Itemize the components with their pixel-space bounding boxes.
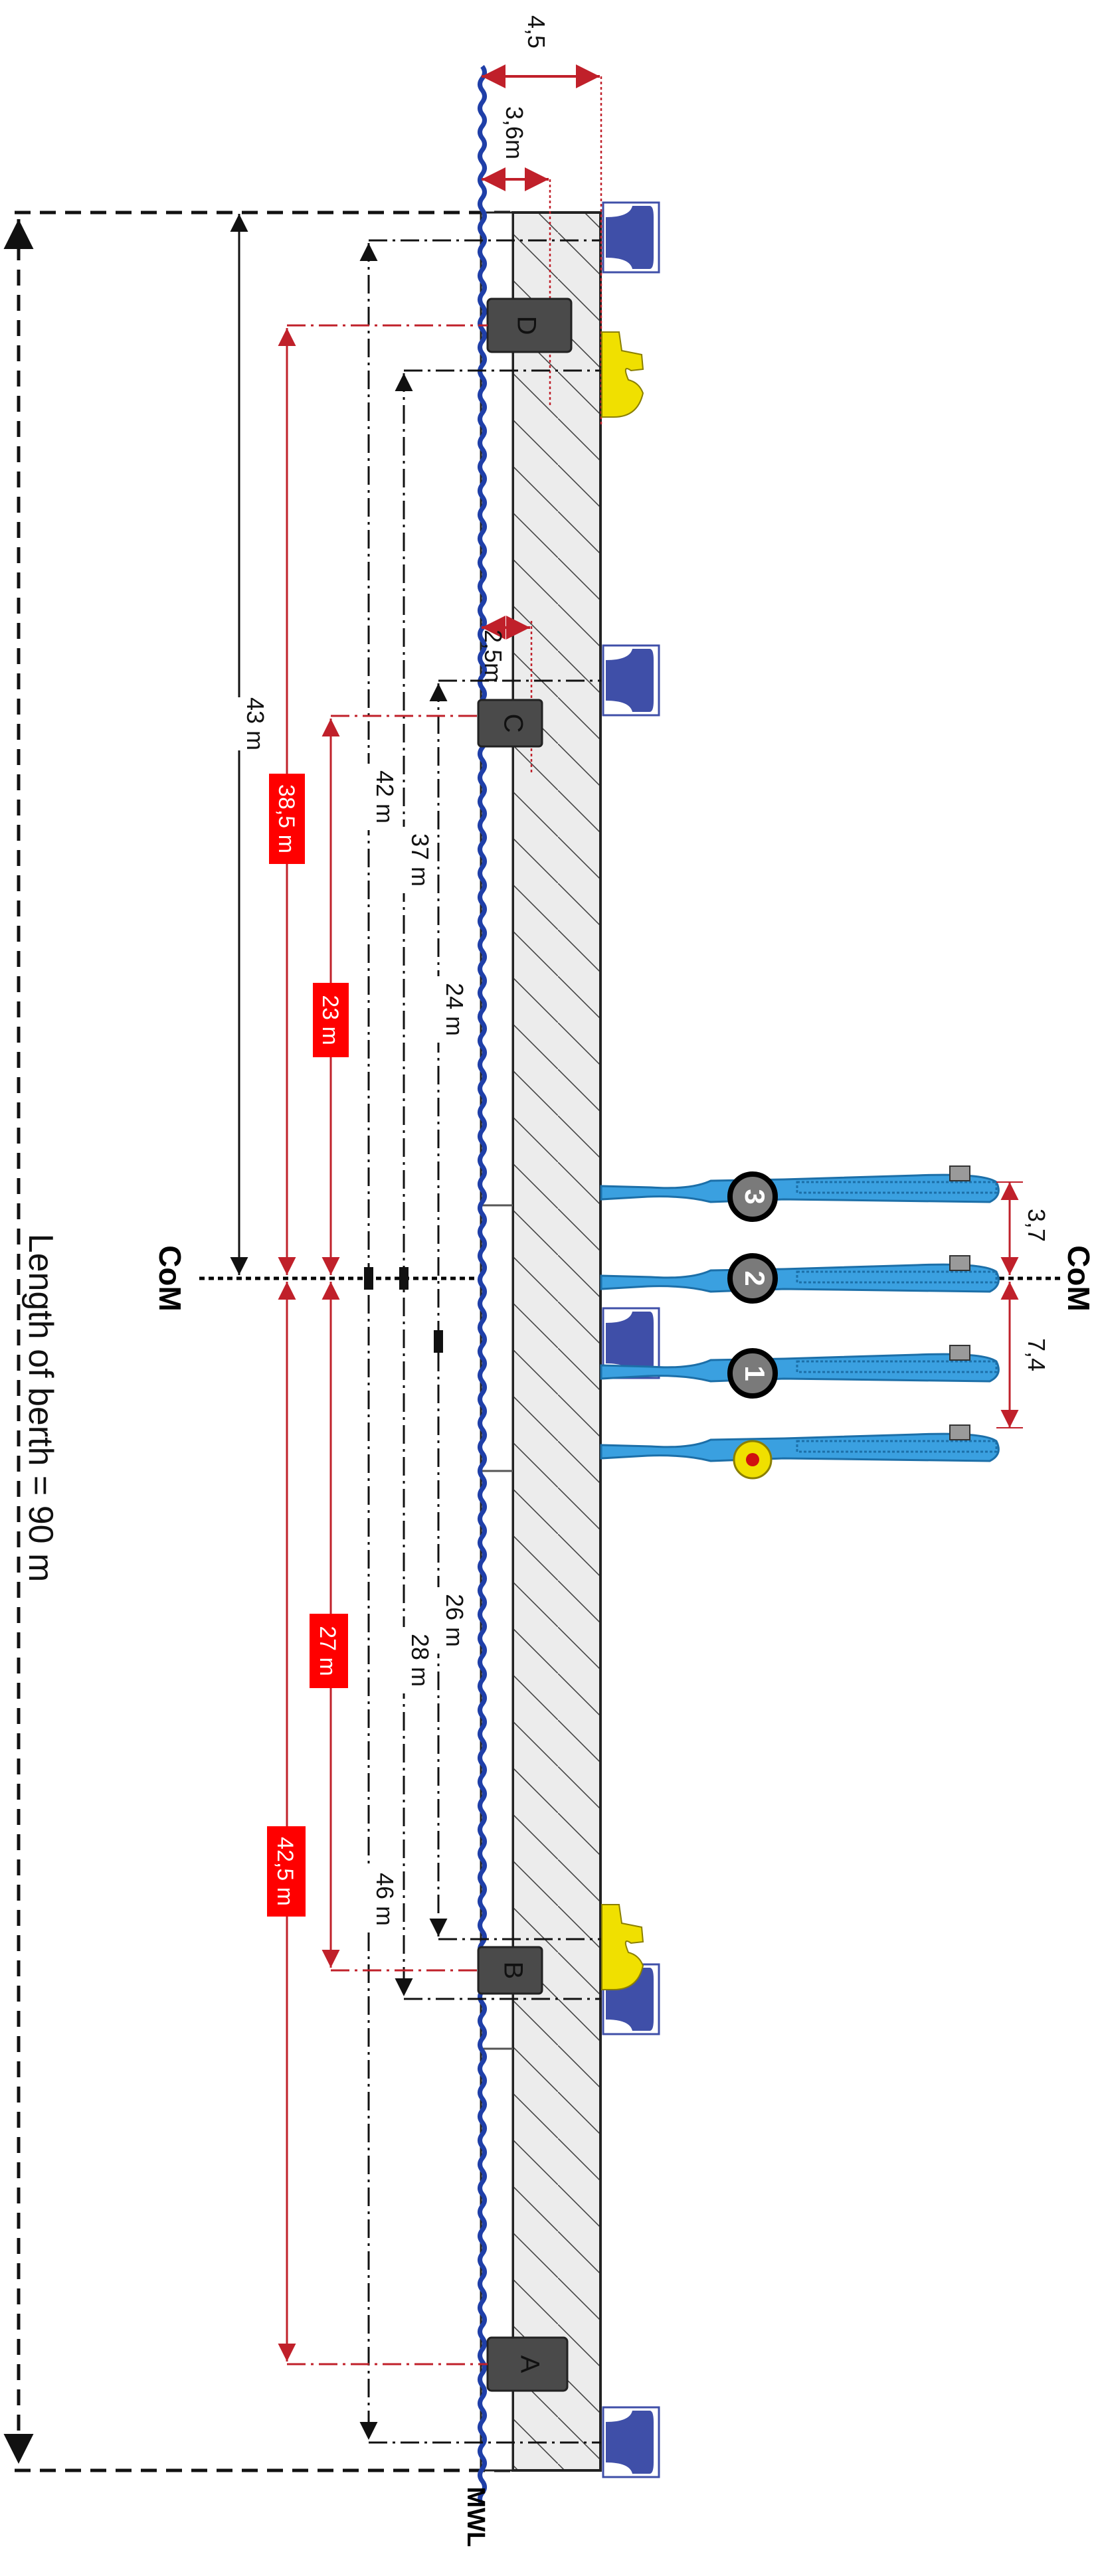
dim-27m: 27 m xyxy=(315,1626,340,1676)
quay-structure xyxy=(480,211,602,2472)
fender-a-label: A xyxy=(515,2356,544,2373)
dim-46m: 46 m xyxy=(371,1873,399,1926)
dim-42m: 42 m xyxy=(371,770,399,823)
bollards xyxy=(602,201,660,2478)
arm-spacing-7-4: 7,4 xyxy=(1023,1338,1050,1371)
berth-length-label: Length of berth = 90 m xyxy=(21,1234,60,1583)
arm-spacing-dimensions: 3,7 7,4 xyxy=(996,1181,1050,1428)
dim-26m: 26 m xyxy=(441,1594,468,1647)
dim-23m: 23 m xyxy=(318,995,343,1045)
bollard-icon xyxy=(602,201,660,274)
loading-arm-1: 1 xyxy=(600,1345,1000,1399)
fender-d: D xyxy=(486,298,573,353)
com-label-right: CoM xyxy=(1061,1245,1096,1312)
fender-c-label: C xyxy=(498,714,527,733)
offset-c-label: 2,5m xyxy=(480,630,507,683)
offset-a-label: 4,5 xyxy=(523,15,550,48)
dim-24m: 24 m xyxy=(441,983,468,1036)
dim-42-5m: 42,5 m xyxy=(272,1837,298,1906)
bollard-icon xyxy=(602,2406,660,2478)
arm-1-label: 1 xyxy=(739,1365,771,1381)
arm-spacing-3-7: 3,7 xyxy=(1023,1209,1050,1242)
fender-a: A xyxy=(486,2336,569,2392)
dim-28m: 28 m xyxy=(407,1634,434,1687)
com-label-left: CoM xyxy=(153,1245,187,1312)
berth-length-dimension: Length of berth = 90 m xyxy=(3,211,518,2472)
dim-37m: 37 m xyxy=(407,833,434,887)
fenders: D C B A xyxy=(477,298,573,2392)
arm-3-label: 3 xyxy=(739,1189,771,1204)
loading-arms: 3 2 1 xyxy=(600,1165,1000,1480)
red-dimensions xyxy=(278,324,488,2365)
bollard-icon xyxy=(602,644,660,717)
red-dimension-labels: 38,5 m 23 m 27 m 42,5 m xyxy=(267,774,349,1917)
bollard-icon xyxy=(602,1307,660,1379)
hooks xyxy=(601,331,644,1990)
loading-arm-3: 3 xyxy=(600,1165,1000,1222)
black-dimension-labels: 43 m 42 m 37 m 24 m 26 m 28 m 46 m xyxy=(226,697,468,1932)
dim-38-5m: 38,5 m xyxy=(274,784,299,853)
quick-release-hook-icon xyxy=(601,331,644,418)
waterline-mwl: MWL xyxy=(462,64,490,2547)
loading-arm-vapour xyxy=(600,1424,1000,1480)
offset-b-label: 3,6m xyxy=(501,106,528,159)
dim-43m: 43 m xyxy=(242,697,269,750)
fender-b-label: B xyxy=(498,1962,527,1980)
mwl-label: MWL xyxy=(462,2487,490,2547)
loading-arm-2: 2 xyxy=(600,1253,1000,1304)
fender-d-label: D xyxy=(511,316,541,335)
arm-2-label: 2 xyxy=(739,1270,771,1286)
fender-b: B xyxy=(477,1946,543,1995)
quick-release-hook-icon xyxy=(601,1904,644,1990)
top-offsets: 4,5 3,6m 2,5m xyxy=(480,15,602,774)
fender-c: C xyxy=(477,699,543,748)
